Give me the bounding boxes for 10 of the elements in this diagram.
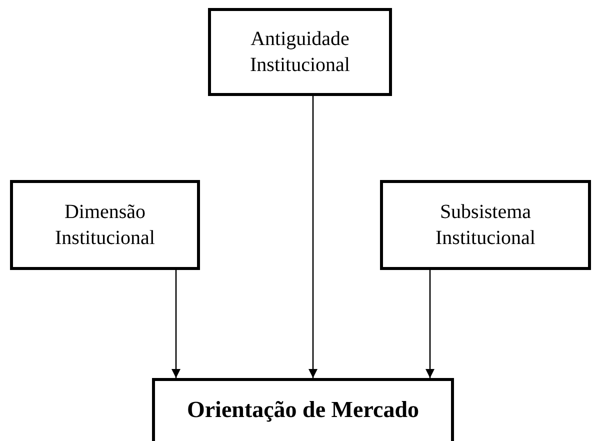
- process-box: [10, 180, 200, 270]
- arrow: [308, 96, 318, 378]
- box-label: Subsistema Institucional: [434, 200, 536, 251]
- arrow: [172, 270, 180, 378]
- box-label: Orientação de Mercado: [186, 396, 420, 424]
- process-box: [208, 8, 392, 96]
- box-label: Antiguidade Institucional: [249, 27, 351, 78]
- box-label: Dimensão Institucional: [54, 200, 156, 251]
- process-box: [380, 180, 591, 270]
- arrow: [426, 270, 434, 378]
